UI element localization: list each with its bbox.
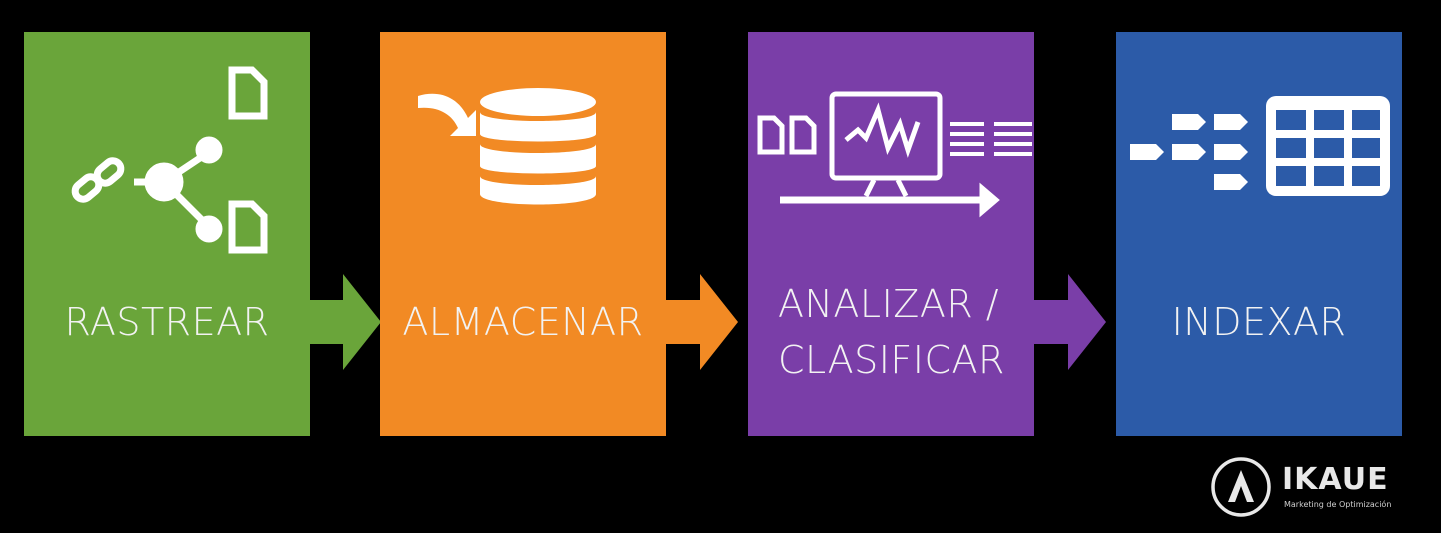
arrow-right-icon [666, 274, 738, 370]
ikaue-logo-mark-icon [1211, 457, 1271, 517]
index-table-icon [1130, 96, 1390, 196]
logo-name: IKAUE [1282, 462, 1389, 497]
step-analizar-clasificar: ANALIZAR / CLASIFICAR [748, 32, 1034, 436]
step-label: INDEXAR [1171, 300, 1347, 344]
database-icon [418, 88, 596, 205]
step-label: ALMACENAR [402, 300, 644, 344]
step-indexar: INDEXAR [1116, 32, 1402, 436]
monitor-analysis-icon [757, 91, 1032, 218]
logo-tagline: Marketing de Optimización [1284, 500, 1392, 509]
step-label-line1: ANALIZAR / [778, 282, 1000, 326]
arrow-right-icon [1034, 274, 1106, 370]
step-almacenar: ALMACENAR [380, 32, 666, 436]
crawl-network-icon [71, 66, 268, 254]
ikaue-logo: IKAUE Marketing de Optimización [1210, 456, 1400, 518]
step-rastrear: RASTREAR [24, 32, 310, 436]
step-label: RASTREAR [64, 300, 270, 344]
step-label-line2: CLASIFICAR [778, 338, 1005, 382]
arrow-right-icon [309, 274, 381, 370]
